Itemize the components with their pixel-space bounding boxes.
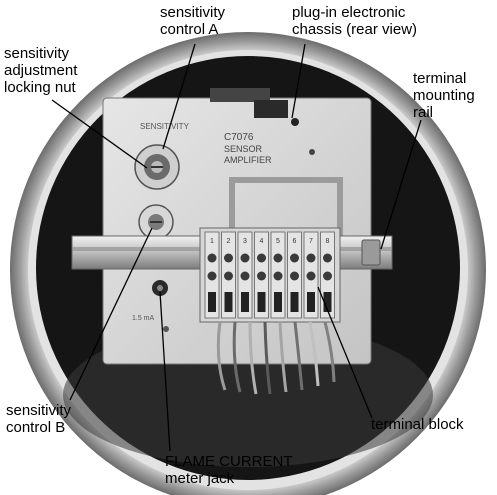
plate-screw: [309, 149, 315, 155]
label-flame-current-jack: FLAME CURRENT meter jack: [165, 453, 293, 487]
terminal-screw: [323, 271, 332, 281]
terminal-cells: 1 2 3 4 5 6 7 8: [204, 231, 335, 319]
terminal-screw: [290, 271, 299, 281]
plate-rivet: [291, 118, 299, 126]
rail-end-stop: [361, 239, 381, 266]
terminal-screw: [224, 253, 233, 263]
terminal-number: 6: [293, 238, 297, 245]
terminal-number: 3: [243, 238, 247, 245]
terminal-screw: [224, 271, 233, 281]
panel-sensitivity-text: SENSITIVITY: [140, 122, 190, 131]
terminal-screw: [306, 253, 316, 263]
terminal-wire-entry: [224, 292, 233, 312]
label-sensitivity-control-a: sensitivity control A: [160, 4, 226, 38]
leader-terminal-block: [317, 286, 373, 419]
plate-top-tab: [210, 88, 270, 102]
terminal-wire-entry: [307, 292, 315, 312]
leader-sensitivity-control-a: [162, 43, 196, 150]
terminal-block: 1 2 3 4 5 6 7 8: [199, 227, 341, 323]
plate-connector: [254, 100, 288, 118]
label-sensitivity-control-b: sensitivity control B: [6, 402, 72, 436]
terminal-screw: [257, 253, 266, 263]
terminal-number: 2: [227, 238, 231, 245]
label-plug-in-chassis: plug-in electronic chassis (rear view): [292, 4, 418, 38]
flame-current-jack: [152, 280, 168, 296]
leader-locking-nut: [51, 99, 148, 169]
terminal-wire-entry: [208, 292, 216, 312]
terminal-screw: [273, 253, 283, 263]
terminal-number: 7: [309, 238, 313, 245]
terminal-screw: [290, 253, 299, 263]
terminal-screw: [257, 271, 266, 281]
sensitivity-control-a: [134, 144, 180, 190]
terminal-screw: [306, 271, 316, 281]
plate-screw-lower: [163, 326, 169, 332]
terminal-wire-entry: [274, 292, 282, 312]
leader-lines: [51, 43, 422, 452]
leader-plug-in-chassis: [291, 43, 306, 119]
terminal-number: 5: [276, 238, 280, 245]
label-sensitivity-locking-nut: sensitivity adjustment locking nut: [4, 45, 78, 96]
terminal-wire-entry: [257, 292, 266, 312]
terminal-screw: [240, 253, 250, 263]
wire-bundle: [216, 321, 336, 395]
leader-terminal-rail: [380, 119, 422, 250]
terminal-screw: [207, 253, 217, 263]
device-name-line2: AMPLIFIER: [224, 155, 272, 165]
terminal-number: 8: [326, 238, 330, 245]
chassis-handle: [229, 177, 343, 236]
terminal-number: 4: [260, 238, 264, 245]
jack-marking-text: 1.5 mA: [132, 315, 155, 322]
terminal-wire-entry: [323, 292, 332, 312]
leader-sensitivity-control-b: [69, 227, 153, 401]
terminal-number: 1: [210, 238, 214, 245]
device-name-line1: SENSOR: [224, 144, 263, 154]
label-terminal-block: terminal block: [371, 416, 464, 433]
terminal-wire-entry: [241, 292, 249, 312]
leader-flame-current-jack: [159, 291, 171, 452]
label-terminal-mounting-rail: terminal mounting rail: [413, 70, 475, 121]
terminal-screw: [273, 271, 283, 281]
terminal-wire-entry: [290, 292, 299, 312]
terminal-screw: [323, 253, 332, 263]
terminal-screw: [207, 271, 217, 281]
model-number-text: C7076: [224, 132, 254, 143]
sensitivity-control-b: [138, 204, 174, 240]
terminal-screw: [240, 271, 250, 281]
